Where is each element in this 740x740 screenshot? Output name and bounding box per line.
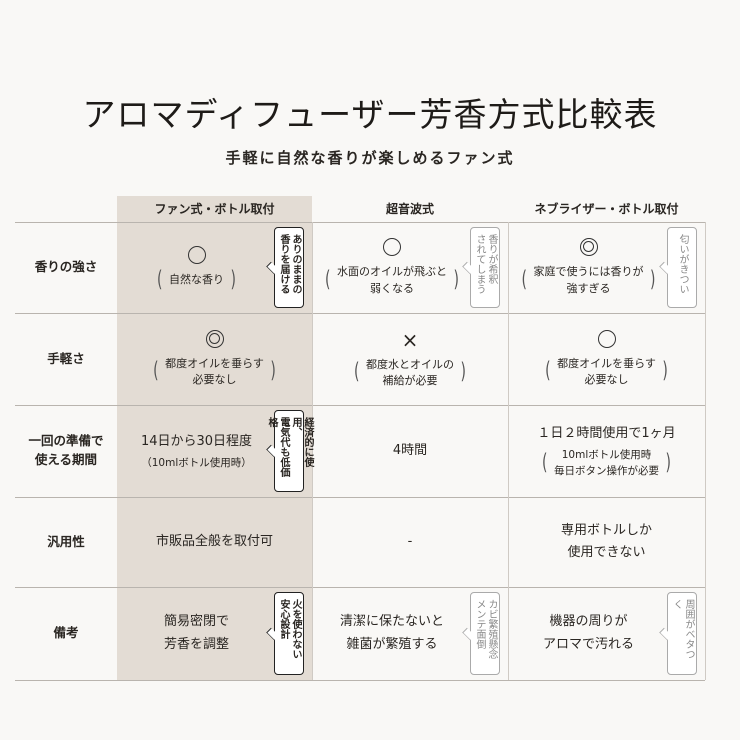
cell-text: 清潔に保たないと 雑菌が繁殖する bbox=[339, 614, 444, 652]
column-header: ネブライザー・ボトル取付 bbox=[534, 202, 679, 216]
callout-bubble: 火を使わない 安心設計 bbox=[274, 592, 304, 675]
circle-icon bbox=[383, 238, 401, 256]
table-cell: × 都度水とオイルの 補給が必要 bbox=[312, 313, 508, 405]
callout-bubble: 経済的に使用、 電気代も低価格 bbox=[266, 410, 313, 492]
cell-text: 14日から30日程度 bbox=[140, 433, 253, 449]
page-subtitle: 手軽に自然な香りが楽しめるファン式 bbox=[225, 149, 515, 167]
double-circle-icon bbox=[579, 238, 598, 256]
row-divider bbox=[15, 497, 705, 498]
table-cell: 清潔に保たないと 雑菌が繁殖する bbox=[312, 587, 472, 680]
row-divider bbox=[15, 313, 705, 314]
cell-note: 家庭で使うには香りが 強すぎる bbox=[522, 264, 656, 297]
table-cell: 自然な香り bbox=[117, 222, 276, 313]
row-divider bbox=[15, 405, 705, 406]
double-circle-icon bbox=[205, 329, 224, 348]
table-cell: - bbox=[312, 497, 508, 587]
circle-icon bbox=[187, 246, 206, 265]
table-cell: 14日から30日程度 （10mlボトル使用時） bbox=[117, 405, 276, 497]
cell-text: 4時間 bbox=[392, 442, 428, 458]
cell-note: 自然な香り bbox=[157, 272, 236, 289]
callout-bubble: ありのままの 香りを届ける bbox=[274, 227, 304, 308]
callout-bubble: 匂いがきつい bbox=[667, 227, 697, 308]
page-title: アロマディフューザー芳香方式比較表 bbox=[82, 95, 658, 134]
cross-icon: × bbox=[401, 327, 419, 352]
column-header: 超音波式 bbox=[385, 202, 434, 216]
table-cell: 専用ボトルしか 使用できない bbox=[508, 497, 705, 587]
row-divider bbox=[15, 587, 705, 588]
callout-bubble: カビ繁殖懸念 メンテ面倒 bbox=[470, 592, 500, 675]
cell-text: 専用ボトルしか 使用できない bbox=[560, 522, 652, 560]
row-label: 備考 bbox=[53, 625, 79, 641]
cell-text: 市販品全般を取付可 bbox=[155, 533, 273, 549]
cell-note: 都度オイルを垂らす 必要なし bbox=[153, 356, 276, 389]
cell-note: 都度水とオイルの 補給が必要 bbox=[354, 357, 466, 390]
column-divider bbox=[705, 222, 706, 680]
table-cell: 都度オイルを垂らす 必要なし bbox=[117, 313, 312, 405]
row-divider bbox=[15, 680, 705, 681]
cell-text: 機器の周りが アロマで汚れる bbox=[542, 614, 634, 652]
cell-text: 簡易密閉で 芳香を調整 bbox=[163, 614, 229, 652]
cell-text: １日２時間使用で1ヶ月 bbox=[537, 425, 676, 441]
row-label: 手軽さ bbox=[47, 350, 85, 366]
column-header: ファン式・ボトル取付 bbox=[154, 202, 275, 216]
table-cell: 市販品全般を取付可 bbox=[117, 497, 312, 587]
column-divider bbox=[508, 222, 509, 680]
table-cell: 水面のオイルが飛ぶと 弱くなる bbox=[312, 222, 472, 313]
callout-bubble: 周囲がベタつく bbox=[667, 592, 697, 675]
row-divider bbox=[15, 222, 705, 223]
cell-note: 都度オイルを垂らす 必要なし bbox=[545, 356, 668, 389]
column-divider bbox=[312, 222, 313, 680]
cell-subtext: 10mlボトル使用時 毎日ボタン操作が必要 bbox=[542, 448, 671, 480]
table-cell: 機器の周りが アロマで汚れる bbox=[508, 587, 669, 680]
cell-note: 水面のオイルが飛ぶと 弱くなる bbox=[325, 264, 459, 297]
row-label: 一回の準備で 使える期間 bbox=[28, 433, 104, 467]
cell-subtext: （10mlボトル使用時） bbox=[141, 456, 252, 469]
circle-icon bbox=[597, 329, 616, 348]
table-cell: １日２時間使用で1ヶ月 10mlボトル使用時 毎日ボタン操作が必要 bbox=[508, 405, 705, 497]
row-label: 香りの強さ bbox=[34, 259, 98, 275]
table-cell: 都度オイルを垂らす 必要なし bbox=[508, 313, 705, 405]
cell-text: - bbox=[407, 533, 413, 549]
table-cell: 家庭で使うには香りが 強すぎる bbox=[508, 222, 669, 313]
callout-bubble: 香りが希釈 されてしまう bbox=[470, 227, 500, 308]
row-label: 汎用性 bbox=[47, 533, 85, 549]
table-cell: 4時間 bbox=[312, 405, 508, 497]
table-cell: 簡易密閉で 芳香を調整 bbox=[117, 587, 276, 680]
